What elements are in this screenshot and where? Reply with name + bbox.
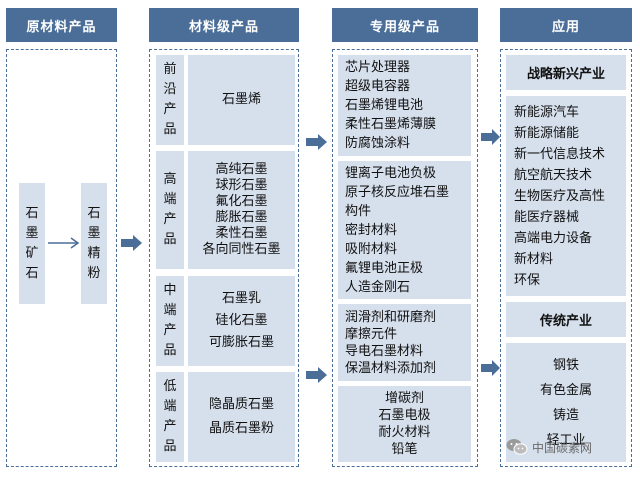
graphite-ore-box: 石 墨 矿 石 <box>19 183 45 304</box>
high-end-label: 高端产品 <box>163 172 177 247</box>
graphite-concentrate-box: 石 墨 精 粉 <box>81 183 107 304</box>
high-end-label-bg <box>156 151 184 269</box>
wechat-icon <box>506 439 528 455</box>
special-to-application-arrow-top <box>481 129 500 145</box>
mid-end-label: 中端产品 <box>163 283 177 358</box>
header-application: 应用 <box>500 8 632 42</box>
header-material-grade: 材料级产品 <box>149 8 299 42</box>
special-high-end-box: 锂离子电池负极 原子核反应堆石墨 构件 密封材料 吸附材料 氟锂电池正极 人造金… <box>338 161 471 299</box>
high-end-products-box: 高纯石墨 球形石墨 氟化石墨 膨胀石墨 柔性石墨 各向同性石墨 <box>188 151 295 269</box>
low-end-label-bg <box>156 372 184 462</box>
mid-end-products-box: 石墨乳 硅化石墨 可膨胀石墨 <box>188 276 295 366</box>
strategic-industry-list: 新能源汽车 新能源储能 新一代信息技术 航空航天技术 生物医疗及高性 能医疗器械… <box>506 96 626 296</box>
material-to-special-arrow-bottom <box>306 367 327 383</box>
frontier-label: 前沿产品 <box>163 62 177 137</box>
low-end-label: 低端产品 <box>163 379 177 454</box>
watermark-text: 中国碳素网 <box>532 440 593 455</box>
mid-end-label-bg <box>156 276 184 366</box>
special-mid-end-box: 润滑剂和研磨剂 摩擦元件 导电石墨材料 保温材料添加剂 <box>338 304 471 381</box>
traditional-industry-title: 传统产业 <box>506 302 626 337</box>
traditional-industry-list: 钢铁 有色金属 铸造 轻工业 <box>506 343 626 462</box>
frontier-label-bg <box>156 55 184 145</box>
frontier-products-box: 石墨烯 <box>188 55 295 145</box>
ore-to-powder-arrow <box>48 237 80 249</box>
watermark: 中国碳素网 <box>506 436 592 458</box>
material-to-special-arrow-top <box>306 134 327 150</box>
header-special-grade: 专用级产品 <box>332 8 478 42</box>
raw-to-material-arrow <box>121 235 142 251</box>
low-end-products-box: 隐晶质石墨 晶质石墨粉 <box>188 372 295 462</box>
special-low-end-box: 增碳剂 石墨电极 耐火材料 铅笔 <box>338 386 471 462</box>
strategic-industry-title: 战略新兴产业 <box>506 55 626 90</box>
header-raw-materials: 原材料产品 <box>6 8 117 42</box>
special-to-application-arrow-bottom <box>481 360 500 376</box>
special-frontier-box: 芯片处理器 超级电容器 石墨烯锂电池 柔性石墨烯薄膜 防腐蚀涂料 <box>338 55 471 156</box>
